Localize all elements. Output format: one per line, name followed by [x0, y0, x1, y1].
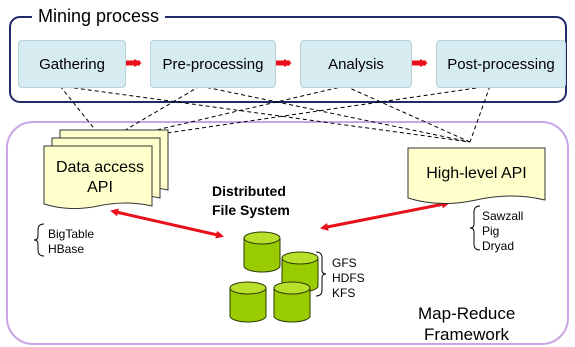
connector-preprocessing-high-api: [199, 85, 471, 143]
connector-gathering-high-api: [59, 85, 471, 143]
connector-postprocessing-high-api: [469, 85, 491, 143]
arrow-data-api-dfs: [110, 208, 224, 239]
dfs-title-line1: Distributed: [212, 183, 286, 199]
dfs-example-kfs: KFS: [332, 286, 356, 300]
map-reduce-frame: [6, 121, 569, 345]
braces: [33, 205, 481, 297]
stage-pre-processing: Pre-processing: [150, 40, 276, 88]
stage-pre-processing-label: Pre-processing: [162, 55, 264, 73]
brace-high-api-examples: [469, 205, 481, 251]
cylinder-1: [243, 231, 281, 273]
dfs-example-hdfs: HDFS: [332, 271, 365, 285]
dfs-cylinders: [229, 231, 319, 323]
stage-gathering: Gathering: [18, 40, 126, 88]
dfs-example-gfs: GFS: [332, 256, 357, 270]
connector-postprocessing-data-api: [104, 85, 491, 143]
stage-analysis: Analysis: [300, 40, 412, 88]
framework-label-line2: Framework: [420, 326, 514, 343]
mining-process-frame: [9, 16, 567, 103]
dfs-title-line2: File System: [212, 202, 290, 218]
dfs-arrows: [110, 200, 450, 239]
cylinder-3: [229, 281, 267, 323]
framework-label-line1: Map-Reduce: [418, 304, 516, 323]
connector-analysis-high-api: [344, 85, 471, 143]
high-level-api-example-dryad: Dryad: [482, 239, 515, 253]
high-level-api-example-pig: Pig: [482, 224, 500, 238]
arrow-high-api-dfs: [320, 200, 450, 231]
data-access-api-example-bigtable: BigTable: [48, 227, 95, 241]
data-access-api-label-line1: Data access: [55, 159, 145, 176]
brace-dfs-examples: [315, 251, 327, 297]
api-sheet-front: [43, 145, 153, 210]
data-access-api-example-hbase: HBase: [48, 242, 85, 256]
stage-analysis-label: Analysis: [328, 55, 384, 73]
stage-gathering-label: Gathering: [39, 55, 105, 73]
data-access-api-stack: [43, 129, 169, 210]
stage-post-processing-label: Post-processing: [447, 55, 555, 73]
high-level-api-sheet: [407, 147, 546, 205]
high-level-api-example-sawzall: Sawzall: [482, 209, 524, 223]
cylinder-4: [273, 281, 311, 323]
stage-post-processing: Post-processing: [436, 40, 566, 88]
data-access-api-label-line2: API: [87, 179, 113, 196]
brace-data-api-examples: [33, 223, 45, 257]
high-level-api-label: High-level API: [426, 165, 527, 182]
mining-process-title: Mining process: [32, 7, 166, 25]
